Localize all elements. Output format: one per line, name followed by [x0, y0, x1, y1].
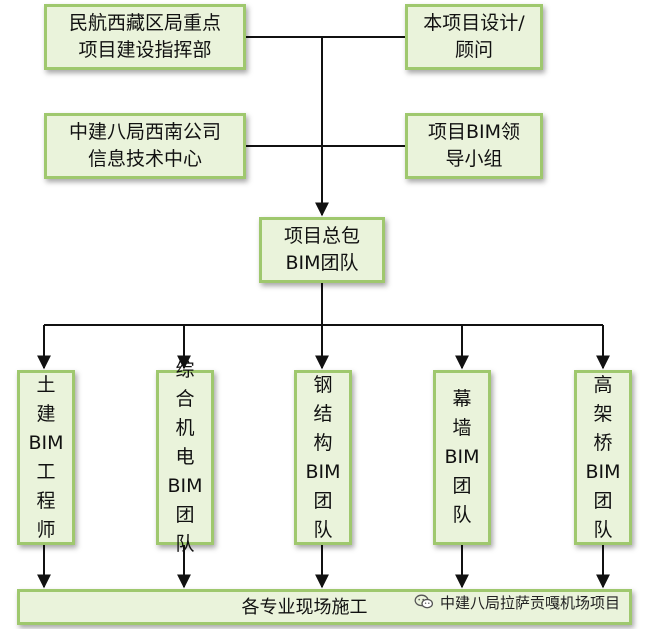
team-box-char: 合: [175, 388, 195, 410]
team-box-char: 墙: [452, 417, 472, 439]
team-box-char: 构: [313, 431, 333, 454]
team-box-curtain-wall: 幕墙 BIM 团队: [433, 370, 491, 545]
box-it-center-line-1: 中建八局西南公司: [68, 121, 221, 143]
team-box-char: 团: [593, 489, 613, 512]
box-it-center: 中建八局西南公司 信息技术中心: [44, 113, 246, 179]
team-box-char: 综: [175, 359, 195, 381]
box-bim-leadership: 项目BIM领 导小组: [405, 113, 543, 179]
team-box-char: 队: [452, 504, 472, 526]
box-general-contractor-bim-line-1: 项目总包: [283, 225, 360, 247]
team-box-char: BIM: [167, 475, 203, 497]
box-design-consultant: 本项目设计/ 顾问: [405, 4, 543, 70]
team-box-char: BIM: [444, 446, 480, 468]
team-box-char: 师: [36, 518, 56, 541]
team-box-char: 机: [175, 417, 195, 439]
team-box-char: 团: [452, 475, 472, 497]
team-box-char: 结: [313, 402, 333, 425]
team-box-char: 队: [175, 533, 195, 555]
team-box-char: BIM: [305, 460, 341, 483]
box-general-contractor-bim: 项目总包 BIM团队: [259, 217, 385, 283]
team-box-char: 幕: [452, 388, 472, 410]
box-construction-command-line-2: 项目建设指挥部: [78, 39, 212, 61]
team-box-char: 土: [36, 373, 56, 396]
watermark-text: 中建八局拉萨贡嘎机场项目: [440, 593, 621, 612]
wechat-icon: [414, 594, 434, 609]
wechat-watermark: 中建八局拉萨贡嘎机场项目: [414, 591, 620, 613]
box-it-center-line-2: 信息技术中心: [87, 148, 202, 170]
box-design-consultant-line-2: 顾问: [454, 39, 493, 61]
box-construction-command-line-1: 民航西藏区局重点: [68, 12, 221, 34]
team-box-char: 团: [313, 489, 333, 512]
team-box-char: 工: [36, 460, 56, 483]
box-site-construction: 各专业现场施工: [17, 589, 632, 625]
team-box-viaduct: 高架桥 BIM 团队: [574, 370, 632, 545]
team-box-char: BIM: [28, 431, 64, 454]
team-box-char: 程: [36, 489, 56, 512]
team-box-char: 团: [175, 504, 195, 526]
box-bim-leadership-line-1: 项目BIM领: [427, 121, 521, 143]
team-box-char: 建: [36, 402, 56, 425]
team-box-char: 桥: [593, 431, 613, 454]
team-box-mep: 综合机电 BIM 团队: [156, 359, 214, 555]
box-design-consultant-line-1: 本项目设计/: [423, 12, 525, 34]
box-general-contractor-bim-line-2: BIM团队: [285, 252, 359, 274]
team-box-char: BIM: [585, 460, 621, 483]
team-box-char: 队: [593, 518, 613, 541]
team-box-char: 架: [593, 402, 613, 425]
team-box-char: 电: [175, 446, 195, 468]
team-box-civil: 土建 BIM 工程师: [17, 370, 75, 545]
team-box-char: 高: [593, 373, 613, 396]
box-construction-command: 民航西藏区局重点 项目建设指挥部: [44, 4, 246, 70]
team-box-steel: 钢结构 BIM 团队: [294, 370, 352, 545]
team-box-char: 队: [313, 518, 333, 541]
box-site-construction-label: 各专业现场施工: [241, 596, 368, 618]
box-bim-leadership-line-2: 导小组: [445, 148, 503, 170]
team-box-char: 钢: [313, 373, 333, 396]
